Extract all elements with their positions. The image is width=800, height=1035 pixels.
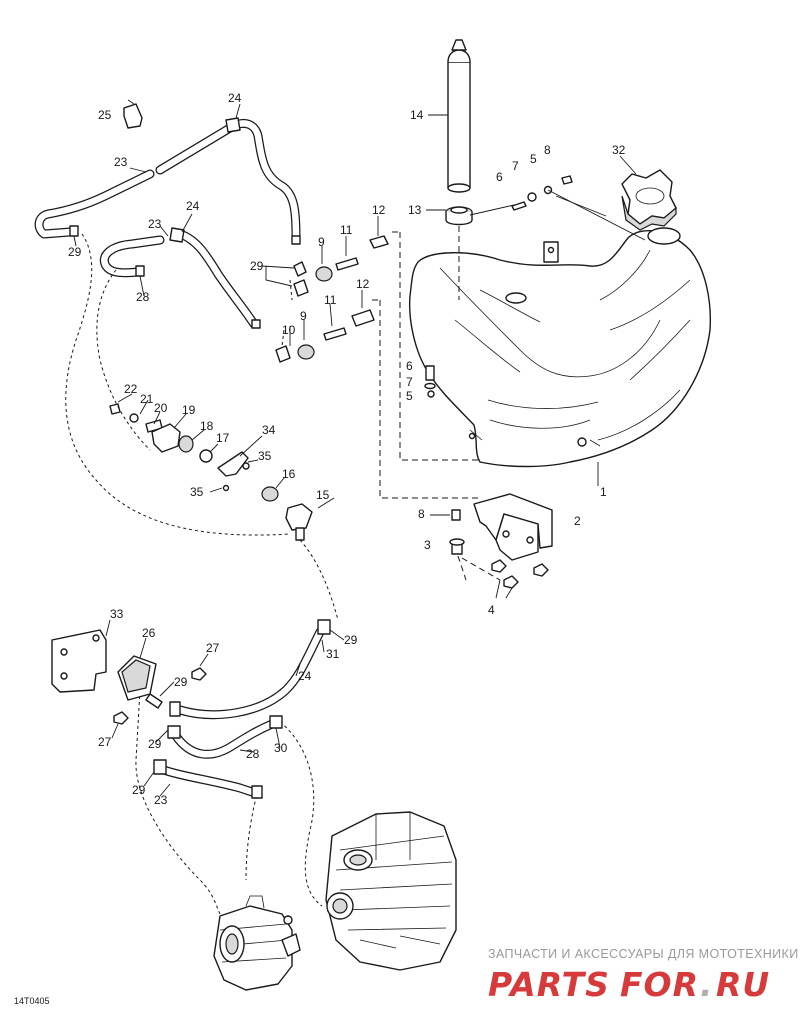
carburetor — [213, 895, 301, 991]
tank-mount-hardware-side — [424, 365, 436, 398]
callout-30: 30 — [274, 741, 288, 755]
callout-26: 26 — [142, 626, 156, 640]
callout-10: 10 — [282, 323, 296, 337]
callout-8-bracket: 8 — [418, 507, 425, 521]
callout-20: 20 — [154, 401, 168, 415]
hose-clamps-upper — [69, 225, 301, 329]
callout-11-lower: 11 — [324, 293, 337, 307]
callout-18: 18 — [200, 419, 214, 433]
clip-25 — [123, 99, 143, 129]
callout-17: 17 — [216, 431, 230, 445]
watermark-logo-ru: RU — [716, 965, 770, 1004]
callout-29-b: 29 — [250, 259, 264, 273]
vent-hose-upper — [34, 117, 301, 241]
callout-29-d: 29 — [174, 675, 188, 689]
callout-23-mid: 23 — [148, 217, 162, 231]
callout-6-side: 6 — [406, 359, 413, 373]
assembly-guide-lines — [372, 189, 646, 581]
bracket-hardware — [449, 509, 549, 589]
callout-35-lower: 35 — [190, 485, 204, 499]
callout-35-upper: 35 — [258, 449, 272, 463]
callout-15: 15 — [316, 488, 330, 502]
watermark-logo-dot: . — [700, 965, 713, 1004]
watermark: ЗАПЧАСТИ И АКСЕССУАРЫ ДЛЯ МОТОТЕХНИКИ PA… — [488, 947, 799, 1004]
pump-nuts — [113, 667, 207, 725]
callout-6-top: 6 — [496, 170, 503, 184]
callout-12-upper: 12 — [372, 203, 386, 217]
fuel-hose-24 — [169, 619, 331, 720]
callout-29-e: 29 — [148, 737, 162, 751]
pump-bracket — [51, 629, 107, 693]
callout-24-lower: 24 — [298, 669, 312, 683]
watermark-logo-parts: PARTS — [488, 965, 610, 1004]
callout-22: 22 — [124, 382, 138, 396]
callout-21: 21 — [140, 392, 154, 406]
callout-24-mid: 24 — [186, 199, 200, 213]
callout-16: 16 — [282, 467, 296, 481]
watermark-caption: ЗАПЧАСТИ И АКСЕССУАРЫ ДЛЯ МОТОТЕХНИКИ — [488, 947, 799, 961]
callout-23-upper: 23 — [114, 155, 128, 169]
callout-13: 13 — [408, 203, 422, 217]
fuel-hose-23 — [153, 759, 263, 799]
callout-1: 1 — [600, 485, 607, 499]
callout-9-upper: 9 — [318, 235, 325, 249]
tank-mount-hardware-top — [511, 175, 573, 211]
callout-28-lower: 28 — [246, 747, 260, 761]
callout-4: 4 — [488, 603, 495, 617]
vent-hose-lower — [99, 227, 259, 329]
fuel-valve-assembly — [109, 403, 335, 541]
fuel-pump — [117, 655, 163, 709]
fuel-line-routing — [65, 233, 339, 915]
callout-8-top: 8 — [544, 143, 551, 157]
filler-cap — [621, 169, 677, 231]
watermark-logo-for: FOR — [620, 965, 699, 1004]
filler-tube — [447, 39, 471, 193]
fuel-hose-28 — [167, 715, 283, 759]
engine-head — [325, 811, 457, 971]
callout-2: 2 — [574, 514, 581, 528]
vent-valve-lower — [275, 309, 375, 363]
callout-12-lower: 12 — [356, 277, 370, 291]
callout-7-side: 7 — [406, 375, 413, 389]
callout-25: 25 — [98, 108, 112, 122]
drawing-code: 14Т0405 — [14, 996, 50, 1006]
callout-7-top: 7 — [512, 159, 519, 173]
callout-14: 14 — [410, 108, 424, 122]
callout-19: 19 — [182, 403, 196, 417]
callout-labels: 1 2 3 4 5 5 6 6 7 7 8 8 9 9 10 11 11 12 … — [68, 91, 626, 807]
callout-5-top: 5 — [530, 152, 537, 166]
callout-5-side: 5 — [406, 389, 413, 403]
callout-29-a: 29 — [68, 245, 82, 259]
callout-11-upper: 11 — [340, 223, 353, 237]
callout-29-c: 29 — [344, 633, 358, 647]
callout-23-lower: 23 — [154, 793, 168, 807]
callout-29-f: 29 — [132, 783, 146, 797]
vent-valve-upper — [293, 235, 389, 297]
callout-27-lower: 27 — [98, 735, 112, 749]
callout-31: 31 — [326, 647, 340, 661]
callout-24-upper: 24 — [228, 91, 242, 105]
callout-27-upper: 27 — [206, 641, 220, 655]
callout-28-upper: 28 — [136, 290, 150, 304]
callout-3: 3 — [424, 538, 431, 552]
leader-lines — [73, 103, 637, 797]
fuel-tank — [408, 227, 712, 468]
tank-bracket — [473, 493, 553, 561]
callout-32: 32 — [612, 143, 626, 157]
callout-9-lower: 9 — [300, 309, 307, 323]
callout-34: 34 — [262, 423, 276, 437]
callout-33: 33 — [110, 607, 124, 621]
grommet — [445, 206, 473, 226]
